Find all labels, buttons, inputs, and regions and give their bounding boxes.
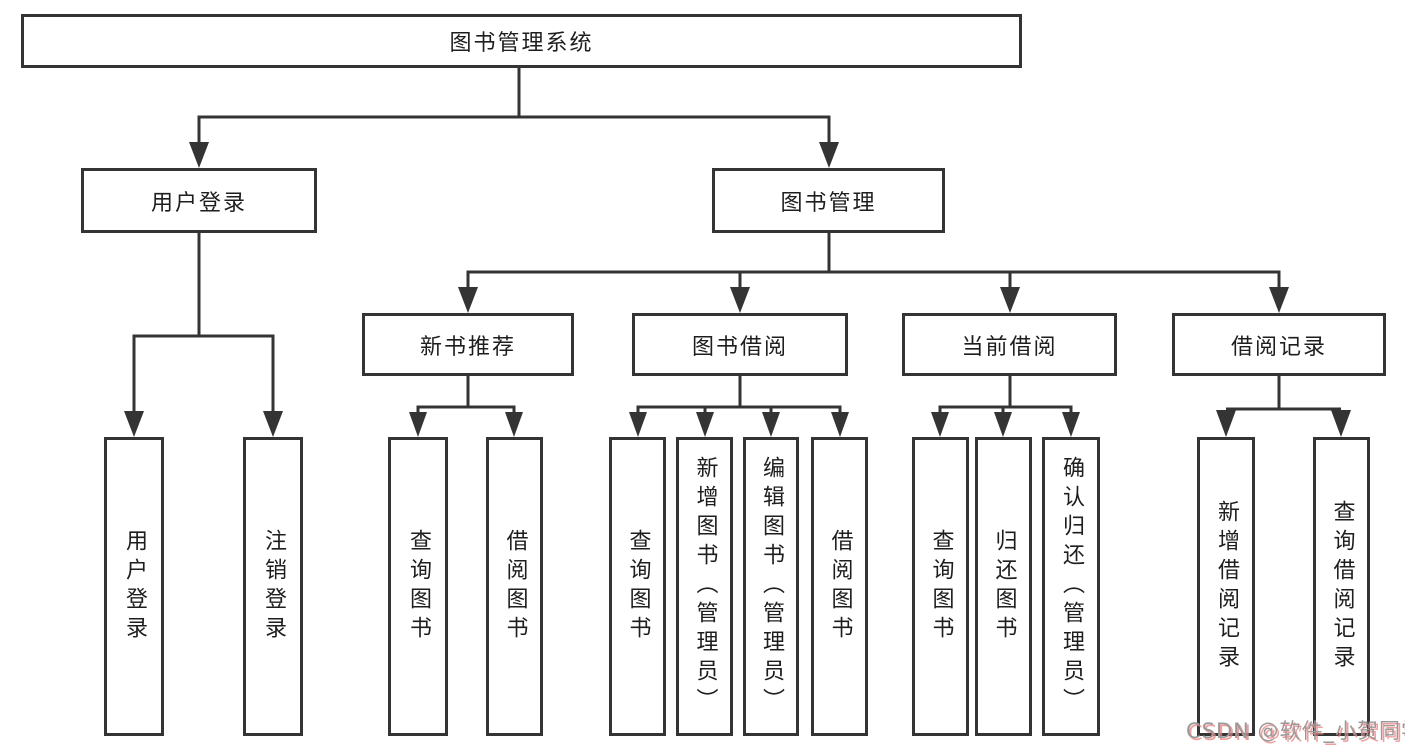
node-borrow-records: 借阅记录: [1172, 313, 1386, 376]
node-borrow-books-2: 借阅图书: [811, 437, 868, 736]
node-query-books-3: 查询图书: [912, 437, 969, 736]
connector-current-borrow-to-children: [931, 376, 1080, 437]
node-logout: 注销登录: [243, 437, 303, 736]
connector-user-login-to-children: [124, 233, 283, 437]
node-edit-books-admin: 编辑图书（管理员）: [743, 437, 799, 736]
connector-new-books-to-children: [409, 376, 523, 437]
node-user-login: 用户登录: [81, 168, 317, 233]
node-add-books-admin: 新增图书（管理员）: [676, 437, 733, 736]
connector-book-borrow-to-children: [629, 376, 849, 437]
node-return-books: 归还图书: [975, 437, 1032, 736]
node-add-borrow-record: 新增借阅记录: [1197, 437, 1255, 736]
node-query-books-1: 查询图书: [388, 437, 448, 736]
node-query-borrow-record: 查询借阅记录: [1313, 437, 1370, 736]
node-new-book-recommend: 新书推荐: [362, 313, 574, 376]
node-book-borrow: 图书借阅: [632, 313, 848, 376]
connector-borrow-records-to-children: [1216, 376, 1351, 437]
node-current-borrow: 当前借阅: [902, 313, 1117, 376]
node-book-management: 图书管理: [712, 168, 945, 233]
node-query-books-2: 查询图书: [609, 437, 666, 736]
node-user-login-leaf: 用户登录: [104, 437, 164, 736]
watermark: CSDN @软件_小贺同学: [1186, 719, 1405, 743]
connector-book-mgmt-to-level3: [458, 233, 1289, 313]
node-confirm-return-admin: 确认归还（管理员）: [1042, 437, 1100, 736]
node-borrow-books-1: 借阅图书: [486, 437, 543, 736]
connector-root-to-level2: [189, 68, 839, 168]
node-root: 图书管理系统: [21, 14, 1022, 68]
